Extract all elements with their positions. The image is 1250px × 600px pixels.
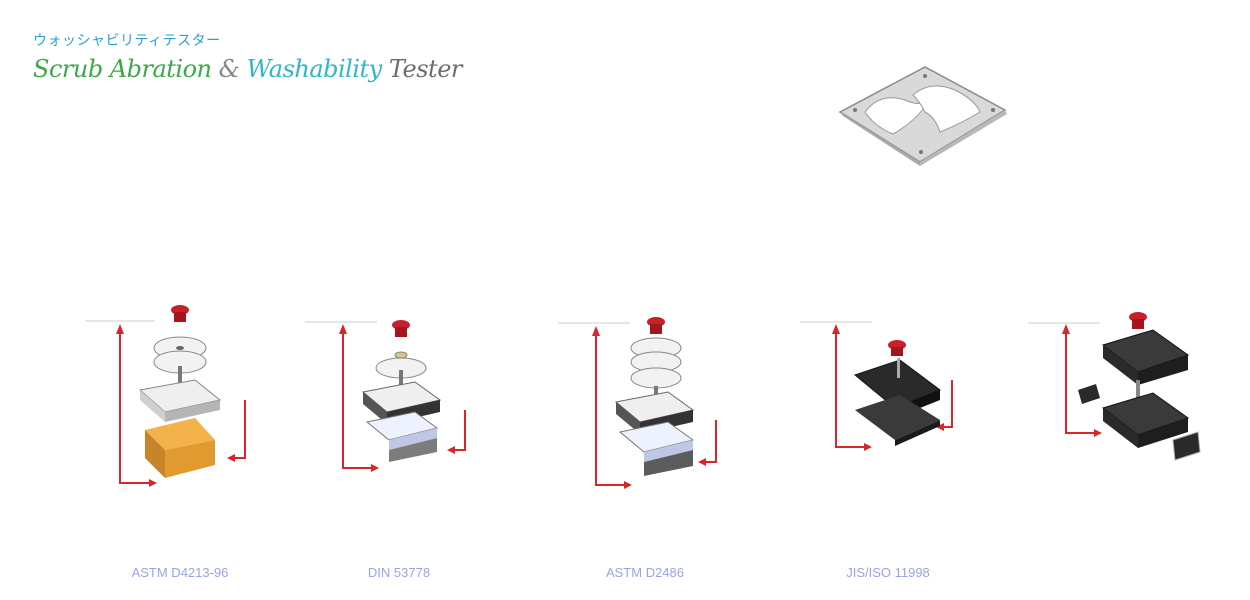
scrub-frame-plate-icon	[835, 62, 1010, 167]
title-ampersand: &	[218, 55, 240, 83]
standard-label-jis-iso-11998: JIS/ISO 11998	[846, 565, 930, 580]
standard-label-astm-d2486: ASTM D2486	[605, 565, 685, 580]
standard-label-astm-d4213: ASTM D4213-96	[131, 565, 229, 580]
title-tester: Tester	[388, 55, 462, 83]
title-washability: Washability	[246, 55, 383, 83]
brush-holder-icon	[305, 300, 475, 500]
clamp-holder-icon	[1028, 300, 1201, 500]
sponge-holder-icon	[85, 300, 255, 500]
standard-label-din-53778: DIN 53778	[367, 565, 431, 580]
page-title: Scrub Abration & Washability Tester	[33, 55, 462, 83]
subtitle-japanese: ウォッシャビリティテスター	[33, 33, 221, 49]
brush-holder-stacked-icon	[558, 300, 728, 500]
pad-holder-icon	[800, 300, 970, 500]
title-scrub-abration: Scrub Abration	[33, 55, 212, 83]
